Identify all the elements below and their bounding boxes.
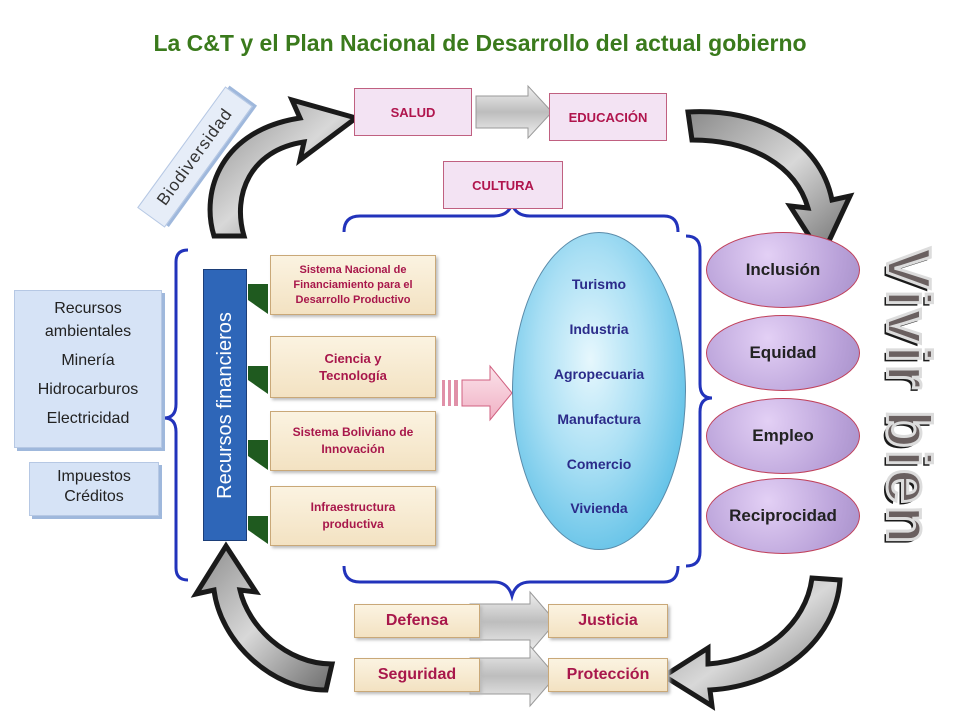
connector-tab-icon	[248, 440, 268, 470]
finance-sources-box: Impuestos Créditos	[29, 462, 159, 516]
connector-tab-icon	[248, 284, 268, 314]
seguridad-box: Seguridad	[354, 658, 480, 692]
arrow-salud-educacion-icon	[475, 84, 553, 140]
recursos-financieros-bar	[203, 269, 247, 541]
natural-resources-box: Recursos ambientales Minería Hidrocarbur…	[14, 290, 162, 448]
connector-tab-icon	[248, 516, 268, 544]
connector-tab-icon	[248, 366, 268, 394]
finance-item: Impuestos	[57, 468, 131, 485]
sector-label: Vivienda	[570, 500, 628, 516]
finance-item: Créditos	[64, 488, 124, 505]
resource-item: Minería	[61, 352, 115, 369]
proteccion-box: Protección	[548, 658, 668, 692]
instrument-box-ciencia-tecnologia: Ciencia y Tecnología	[270, 336, 436, 398]
sectors-oval	[512, 232, 686, 550]
educacion-box: EDUCACIÓN	[549, 93, 667, 141]
vivir-bien-label: Vivir bien	[872, 246, 944, 547]
salud-box: SALUD	[354, 88, 472, 136]
instrument-box-sistema-nacional: Sistema Nacional de Financiamiento para …	[270, 255, 436, 315]
recursos-financieros-label: Recursos financieros	[213, 311, 236, 499]
arrow-defensa-justicia-icon	[469, 590, 557, 654]
sector-label: Industria	[569, 321, 629, 337]
cultura-box: CULTURA	[443, 161, 563, 209]
instrument-box-sistema-boliviano: Sistema Boliviano de Innovación	[270, 411, 436, 471]
curl-arrow-bottom-left-icon	[190, 541, 336, 693]
vivir-bien-wrap: Vivir bien	[868, 246, 948, 547]
brace-bottom-icon	[342, 565, 680, 602]
brace-right-icon	[685, 234, 713, 568]
curl-arrow-top-right-icon	[685, 109, 855, 262]
arrow-seguridad-proteccion-icon	[469, 644, 557, 708]
sector-label: Comercio	[566, 456, 632, 472]
resource-item: Electricidad	[46, 410, 130, 427]
outcome-inclusion: Inclusión	[706, 232, 860, 308]
outcome-equidad: Equidad	[706, 315, 860, 391]
resource-item: Recursos ambientales	[44, 300, 132, 340]
outcome-empleo: Empleo	[706, 398, 860, 474]
curl-arrow-bottom-right-icon	[659, 575, 843, 711]
outcome-reciprocidad: Reciprocidad	[706, 478, 860, 554]
sector-label: Agropecuaria	[553, 366, 645, 382]
instrument-box-infraestructura: Infraestructura productiva	[270, 486, 436, 546]
recursos-financieros-label-wrap: Recursos financieros	[203, 269, 247, 541]
page-title: La C&T y el Plan Nacional de Desarrollo …	[153, 30, 807, 56]
sector-label: Manufactura	[557, 411, 641, 427]
arrow-to-sectors-icon	[442, 364, 513, 422]
defensa-box: Defensa	[354, 604, 480, 638]
justicia-box: Justicia	[548, 604, 668, 638]
sector-label: Turismo	[571, 276, 627, 292]
resource-item: Hidrocarburos	[37, 381, 139, 398]
brace-left-icon	[163, 248, 189, 582]
